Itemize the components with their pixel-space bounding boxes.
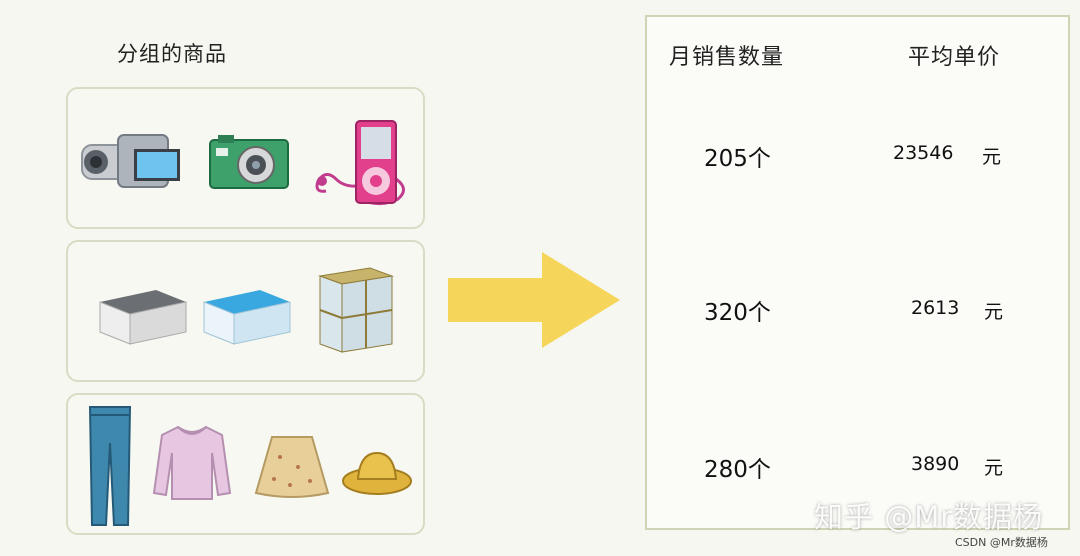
- sweater-icon: [152, 425, 232, 500]
- skirt-icon: [254, 436, 330, 498]
- jeans-icon: [88, 406, 132, 526]
- hat-icon: [342, 451, 412, 495]
- gray-storage-box-icon: [99, 290, 187, 345]
- row-2-price: 2613: [911, 297, 960, 319]
- header-monthly-sales-qty: 月销售数量: [669, 45, 785, 70]
- watermark-csdn: CSDN @Mr数据杨: [955, 536, 1048, 549]
- row-3-unit: 元: [984, 457, 1004, 479]
- video-camera-icon: [81, 134, 180, 188]
- header-average-price: 平均单价: [908, 45, 1001, 70]
- row-3-qty: 280个: [704, 457, 771, 483]
- row-1-unit: 元: [982, 146, 1002, 168]
- product-group-clothing: [66, 393, 425, 535]
- sales-summary-panel: 月销售数量 平均单价 205个 23546 元 320个 2613 元 280个…: [645, 15, 1070, 530]
- watermark-zhihu: 知乎 @Mr数据杨: [814, 500, 1044, 534]
- music-player-icon: [315, 120, 405, 206]
- row-2-qty: 320个: [704, 300, 771, 326]
- storage-drawer-icon: [318, 267, 394, 353]
- row-1-qty: 205个: [704, 146, 771, 172]
- product-group-electronics: [66, 87, 425, 229]
- right-arrow-icon: [448, 252, 620, 348]
- product-group-storage: [66, 240, 425, 382]
- row-1-price: 23546: [893, 142, 954, 164]
- group-title: 分组的商品: [117, 42, 227, 66]
- digital-camera-icon: [209, 135, 289, 189]
- row-3-price: 3890: [911, 453, 960, 475]
- blue-storage-box-icon: [203, 290, 291, 345]
- row-2-unit: 元: [984, 301, 1004, 323]
